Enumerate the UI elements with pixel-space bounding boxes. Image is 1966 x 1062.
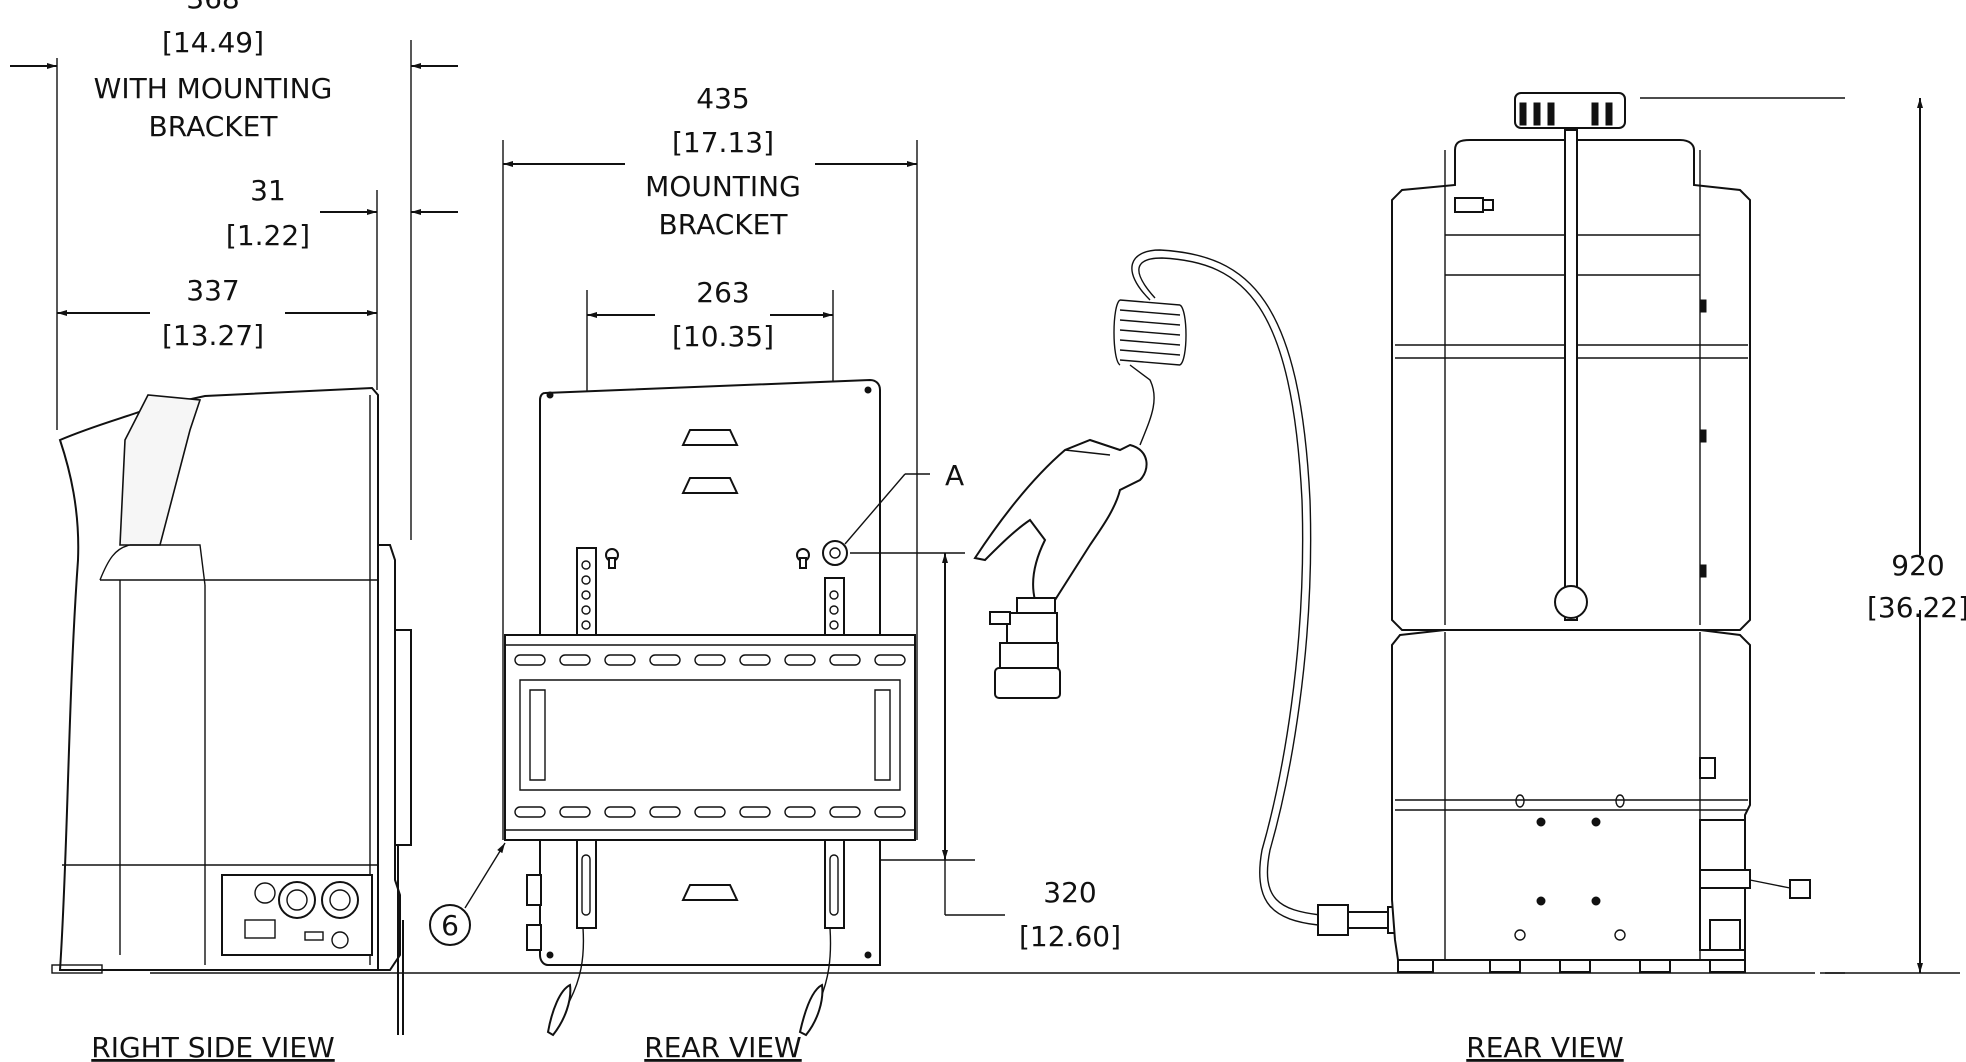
- dim-320-mm: 320: [1043, 876, 1096, 909]
- rear-view-bracket: [429, 140, 1005, 1037]
- rear-view-tank: [973, 92, 1960, 974]
- dim-320-inch: [12.60]: [1019, 920, 1121, 953]
- dim-368-mm: 368: [186, 0, 239, 15]
- detail-a-callout: A: [945, 459, 964, 492]
- right-side-view: [10, 40, 458, 1035]
- dim-435-note2: BRACKET: [659, 208, 789, 241]
- dim-337-mm: 337: [186, 274, 239, 307]
- dim-435-mm: 435: [696, 82, 749, 115]
- dim-337-inch: [13.27]: [162, 319, 264, 352]
- dim-368-note2: BRACKET: [149, 110, 279, 143]
- item-6-callout: 6: [441, 909, 459, 942]
- dim-920-inch: [36.22]: [1867, 591, 1966, 624]
- dim-263-inch: [10.35]: [672, 320, 774, 353]
- dim-435-inch: [17.13]: [672, 126, 774, 159]
- dim-435-note1: MOUNTING: [645, 170, 801, 203]
- label-rear-view-tank: REAR VIEW: [1466, 1031, 1623, 1062]
- label-rear-view-bracket: REAR VIEW: [644, 1031, 801, 1062]
- dim-31-inch: [1.22]: [226, 219, 310, 252]
- dim-920-mm: 920: [1891, 549, 1944, 582]
- dim-368-inch: [14.49]: [162, 26, 264, 59]
- label-right-side-view: RIGHT SIDE VIEW: [91, 1031, 334, 1062]
- dim-368-note1: WITH MOUNTING: [94, 72, 333, 105]
- dim-263-mm: 263: [696, 276, 749, 309]
- dim-31-mm: 31: [250, 174, 286, 207]
